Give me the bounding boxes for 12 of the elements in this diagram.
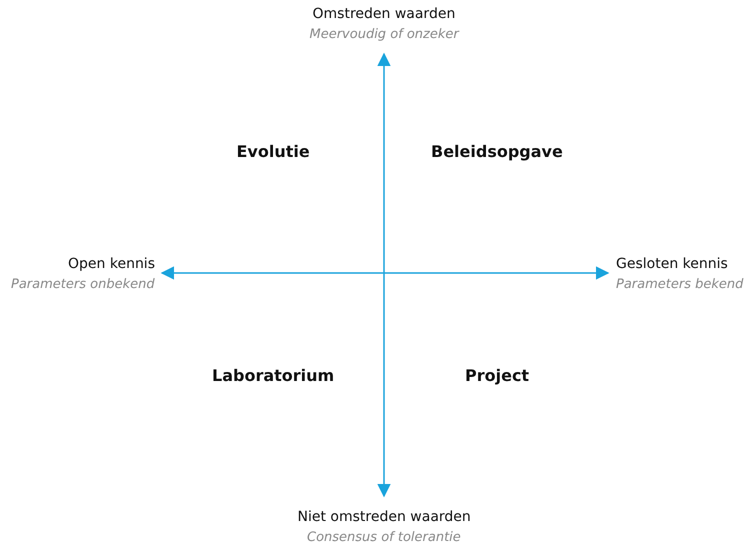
axis-sublabel: Meervoudig of onzeker [310,27,459,42]
quadrant-label: Laboratorium [212,366,334,385]
axis-sublabel: Parameters bekend [616,277,744,292]
axis-sublabel: Consensus of tolerantie [307,530,461,545]
axis-label: Niet omstreden waarden [298,509,471,525]
axis-label: Omstreden waarden [312,6,456,22]
quadrant-label: Project [465,366,530,385]
quadrant-label: Evolutie [236,142,310,161]
quadrant-label: Beleidsopgave [431,142,563,161]
axis-label: Gesloten kennis [616,256,728,272]
axis-label: Open kennis [68,256,155,272]
axis-sublabel: Parameters onbekend [11,277,155,292]
